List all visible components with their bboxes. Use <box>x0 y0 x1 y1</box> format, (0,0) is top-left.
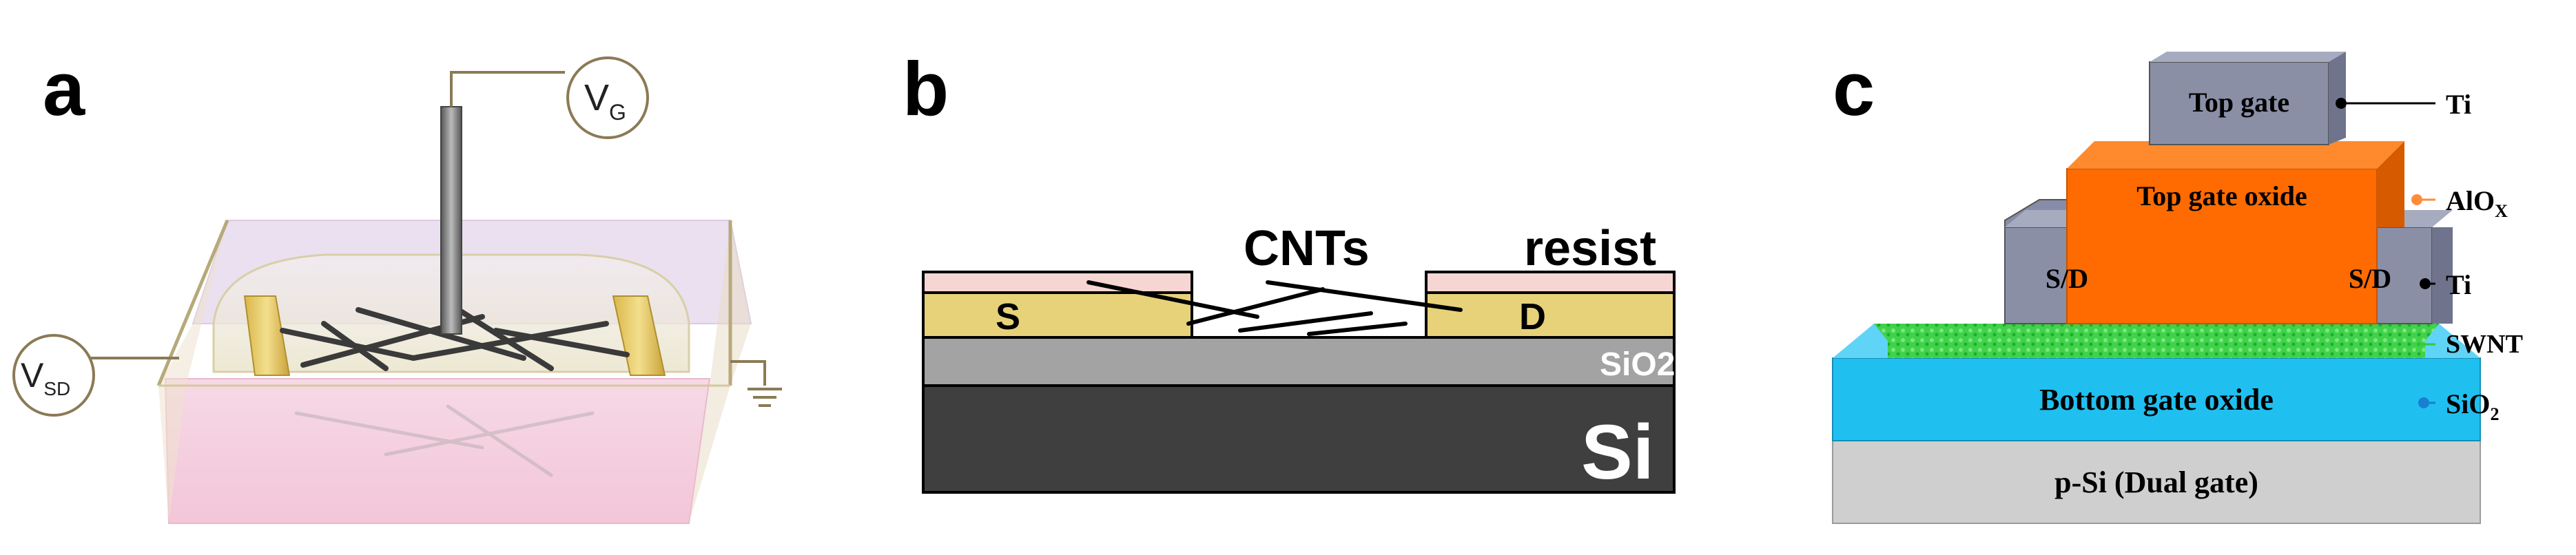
top-gate-label: Top gate <box>2189 87 2289 118</box>
top-gate-oxide-label: Top gate oxide <box>2136 180 2307 211</box>
panel-c-dual-gate-structure: c Top gate To <box>1736 0 2576 555</box>
resist-label: resist <box>1524 221 1656 276</box>
substrate-slab <box>164 378 711 524</box>
panel-a-drawing: VG VSD <box>12 56 782 524</box>
ground-icon <box>748 388 782 407</box>
callout-alox: AlOX <box>2411 185 2508 221</box>
substrate-label: p-Si (Dual gate) <box>2054 465 2258 499</box>
sd-right-label: S/D <box>2349 263 2391 294</box>
cnt-lines <box>1086 280 1463 336</box>
source-resist <box>922 271 1193 294</box>
drain-electrode <box>1425 291 1676 339</box>
left-electrode-pad <box>243 295 291 376</box>
sd-left-label: S/D <box>2046 263 2088 294</box>
cnt-network <box>280 300 630 371</box>
callout-ti-sd: Ti <box>2420 269 2471 300</box>
sio2-label: SiO2 <box>1600 346 1675 383</box>
callout-sio2: SiO2 <box>2418 388 2499 424</box>
si-layer <box>922 384 1676 494</box>
svg-text:AlOX: AlOX <box>2446 185 2508 221</box>
drain-label: D <box>1519 296 1546 337</box>
gate-voltage-label: VG <box>584 77 626 125</box>
callout-swnt: SWNT <box>2418 330 2523 359</box>
svg-text:Ti: Ti <box>2446 269 2471 300</box>
chamber-left-wall <box>158 220 227 523</box>
gate-probe <box>440 106 462 335</box>
swnt-layer <box>1874 324 2439 341</box>
cnts-label: CNTs <box>1244 221 1370 276</box>
source-label: S <box>996 296 1020 337</box>
top-gate-block <box>2149 61 2329 145</box>
si-label: Si <box>1581 409 1654 495</box>
svg-text:SiO2: SiO2 <box>2446 388 2499 424</box>
panel-b-drawing: S D SiO2 Si CNTs resist <box>922 221 1676 495</box>
panel-c-drawing: Top gate Top gate oxide S/D S/D Bottom g… <box>1832 52 2523 524</box>
panel-c-letter: c <box>1833 47 1875 132</box>
svg-text:SWNT: SWNT <box>2446 330 2523 359</box>
callout-ti-top: Ti <box>2336 89 2471 120</box>
drain-resist <box>1425 271 1676 294</box>
sd-voltage-label: VSD <box>21 356 70 399</box>
panel-b-letter: b <box>903 47 949 132</box>
panel-a-letter: a <box>43 47 85 132</box>
bottom-gate-oxide-label: Bottom gate oxide <box>2039 383 2274 417</box>
sio2-layer <box>922 336 1676 387</box>
panel-a-device-illustration: a <box>0 0 827 555</box>
panel-b-cross-section: b S D SiO2 Si CNTs resist <box>827 0 1736 555</box>
chamber-right-wall <box>689 220 751 523</box>
svg-text:Ti: Ti <box>2446 89 2471 120</box>
source-electrode <box>922 291 1193 339</box>
